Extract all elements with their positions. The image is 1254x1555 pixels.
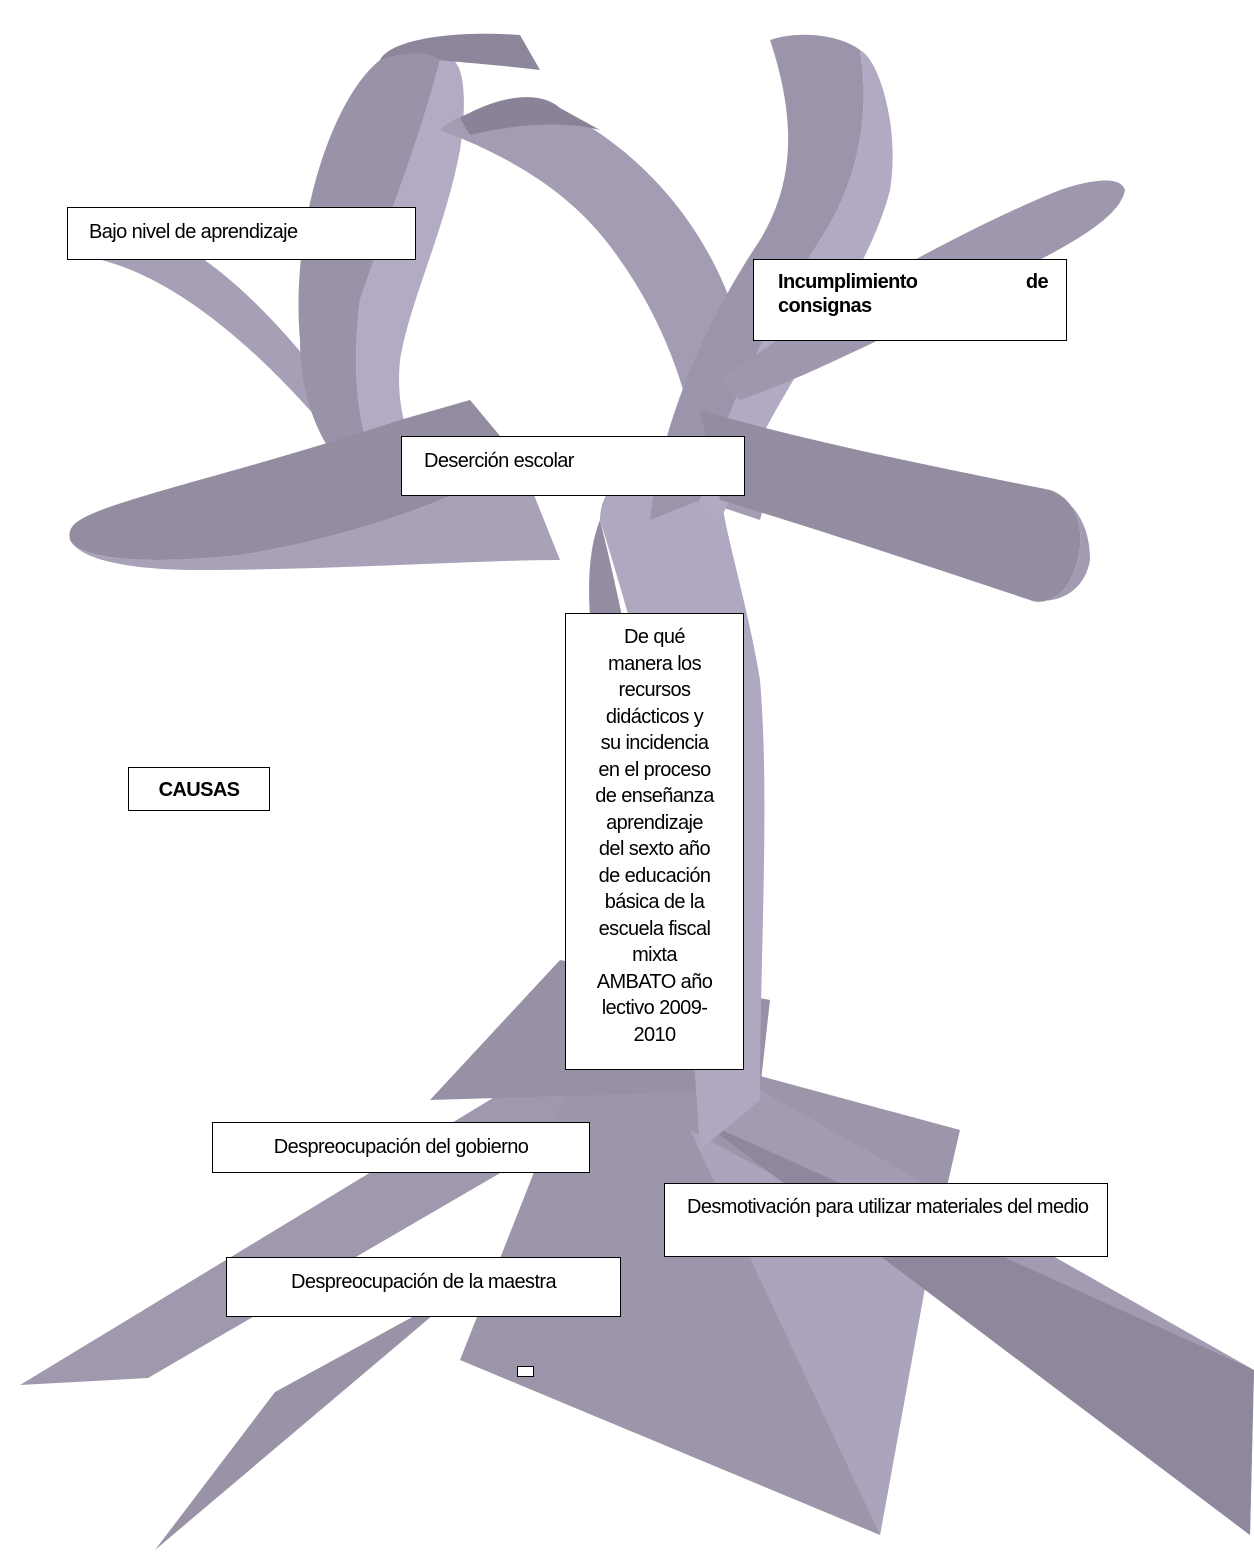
problem-line: de educación [598,864,711,887]
effect-label-bajo-nivel: Bajo nivel de aprendizaje [89,221,298,243]
cause-box-desmotivacion: Desmotivación para utilizar materiales d… [664,1183,1108,1257]
problem-line: AMBATO año [596,970,713,993]
cause-box-maestra: Despreocupación de la maestra [226,1257,621,1317]
branch-center-arch-face [460,97,600,135]
problem-line: manera los [608,652,702,675]
problem-line: básica de la [604,891,705,913]
effect-incumplimiento-word2: de [1025,271,1049,293]
cause-label-gobierno: Despreocupación del gobierno [273,1136,529,1158]
problem-line: su incidencia [600,732,709,754]
cause-label-maestra: Despreocupación de la maestra [291,1271,557,1293]
problem-line: de enseñanza [595,785,714,807]
problem-line: 2010 [633,1023,676,1046]
branch-top-left-cap [380,33,540,70]
causes-heading: CAUSAS [158,779,240,801]
branch-lower-right-face [1030,490,1090,602]
branch-left-tall-face [356,58,464,470]
effect-incumplimiento-line2: consignas [778,295,872,317]
problem-line: aprendizaje [606,811,703,834]
problem-line: en el proceso [598,758,711,781]
problem-line: escuela fiscal [598,917,711,940]
root-far-left [20,1030,660,1385]
cause-label-desmotivacion: Desmotivación para utilizar materiales d… [687,1196,1089,1218]
effect-incumplimiento-word1: Incumplimiento [778,271,918,293]
central-problem-box: De qué manera los recursos didácticos y … [565,613,744,1070]
effect-box-incumplimiento: Incumplimiento de consignas [753,259,1067,341]
problem-line: mixta [632,944,677,966]
effect-box-desercion: Deserción escolar [401,436,745,496]
cause-box-gobierno: Despreocupación del gobierno [212,1122,590,1173]
problem-line: didácticos y [605,705,704,728]
empty-small-box [517,1366,534,1377]
branch-lower-right [700,410,1081,602]
effect-box-bajo-nivel: Bajo nivel de aprendizaje [67,207,416,260]
causes-heading-box: CAUSAS [128,767,270,811]
problem-line: lectivo 2009- [601,997,708,1019]
effect-incumplimiento-line1: Incumplimiento de [778,270,1049,294]
problem-line: del sexto año [598,838,711,860]
problem-line: De qué [624,626,686,648]
branch-lower-left-face [70,460,560,570]
effect-label-desercion: Deserción escolar [424,450,574,472]
problem-line: recursos [618,679,691,701]
